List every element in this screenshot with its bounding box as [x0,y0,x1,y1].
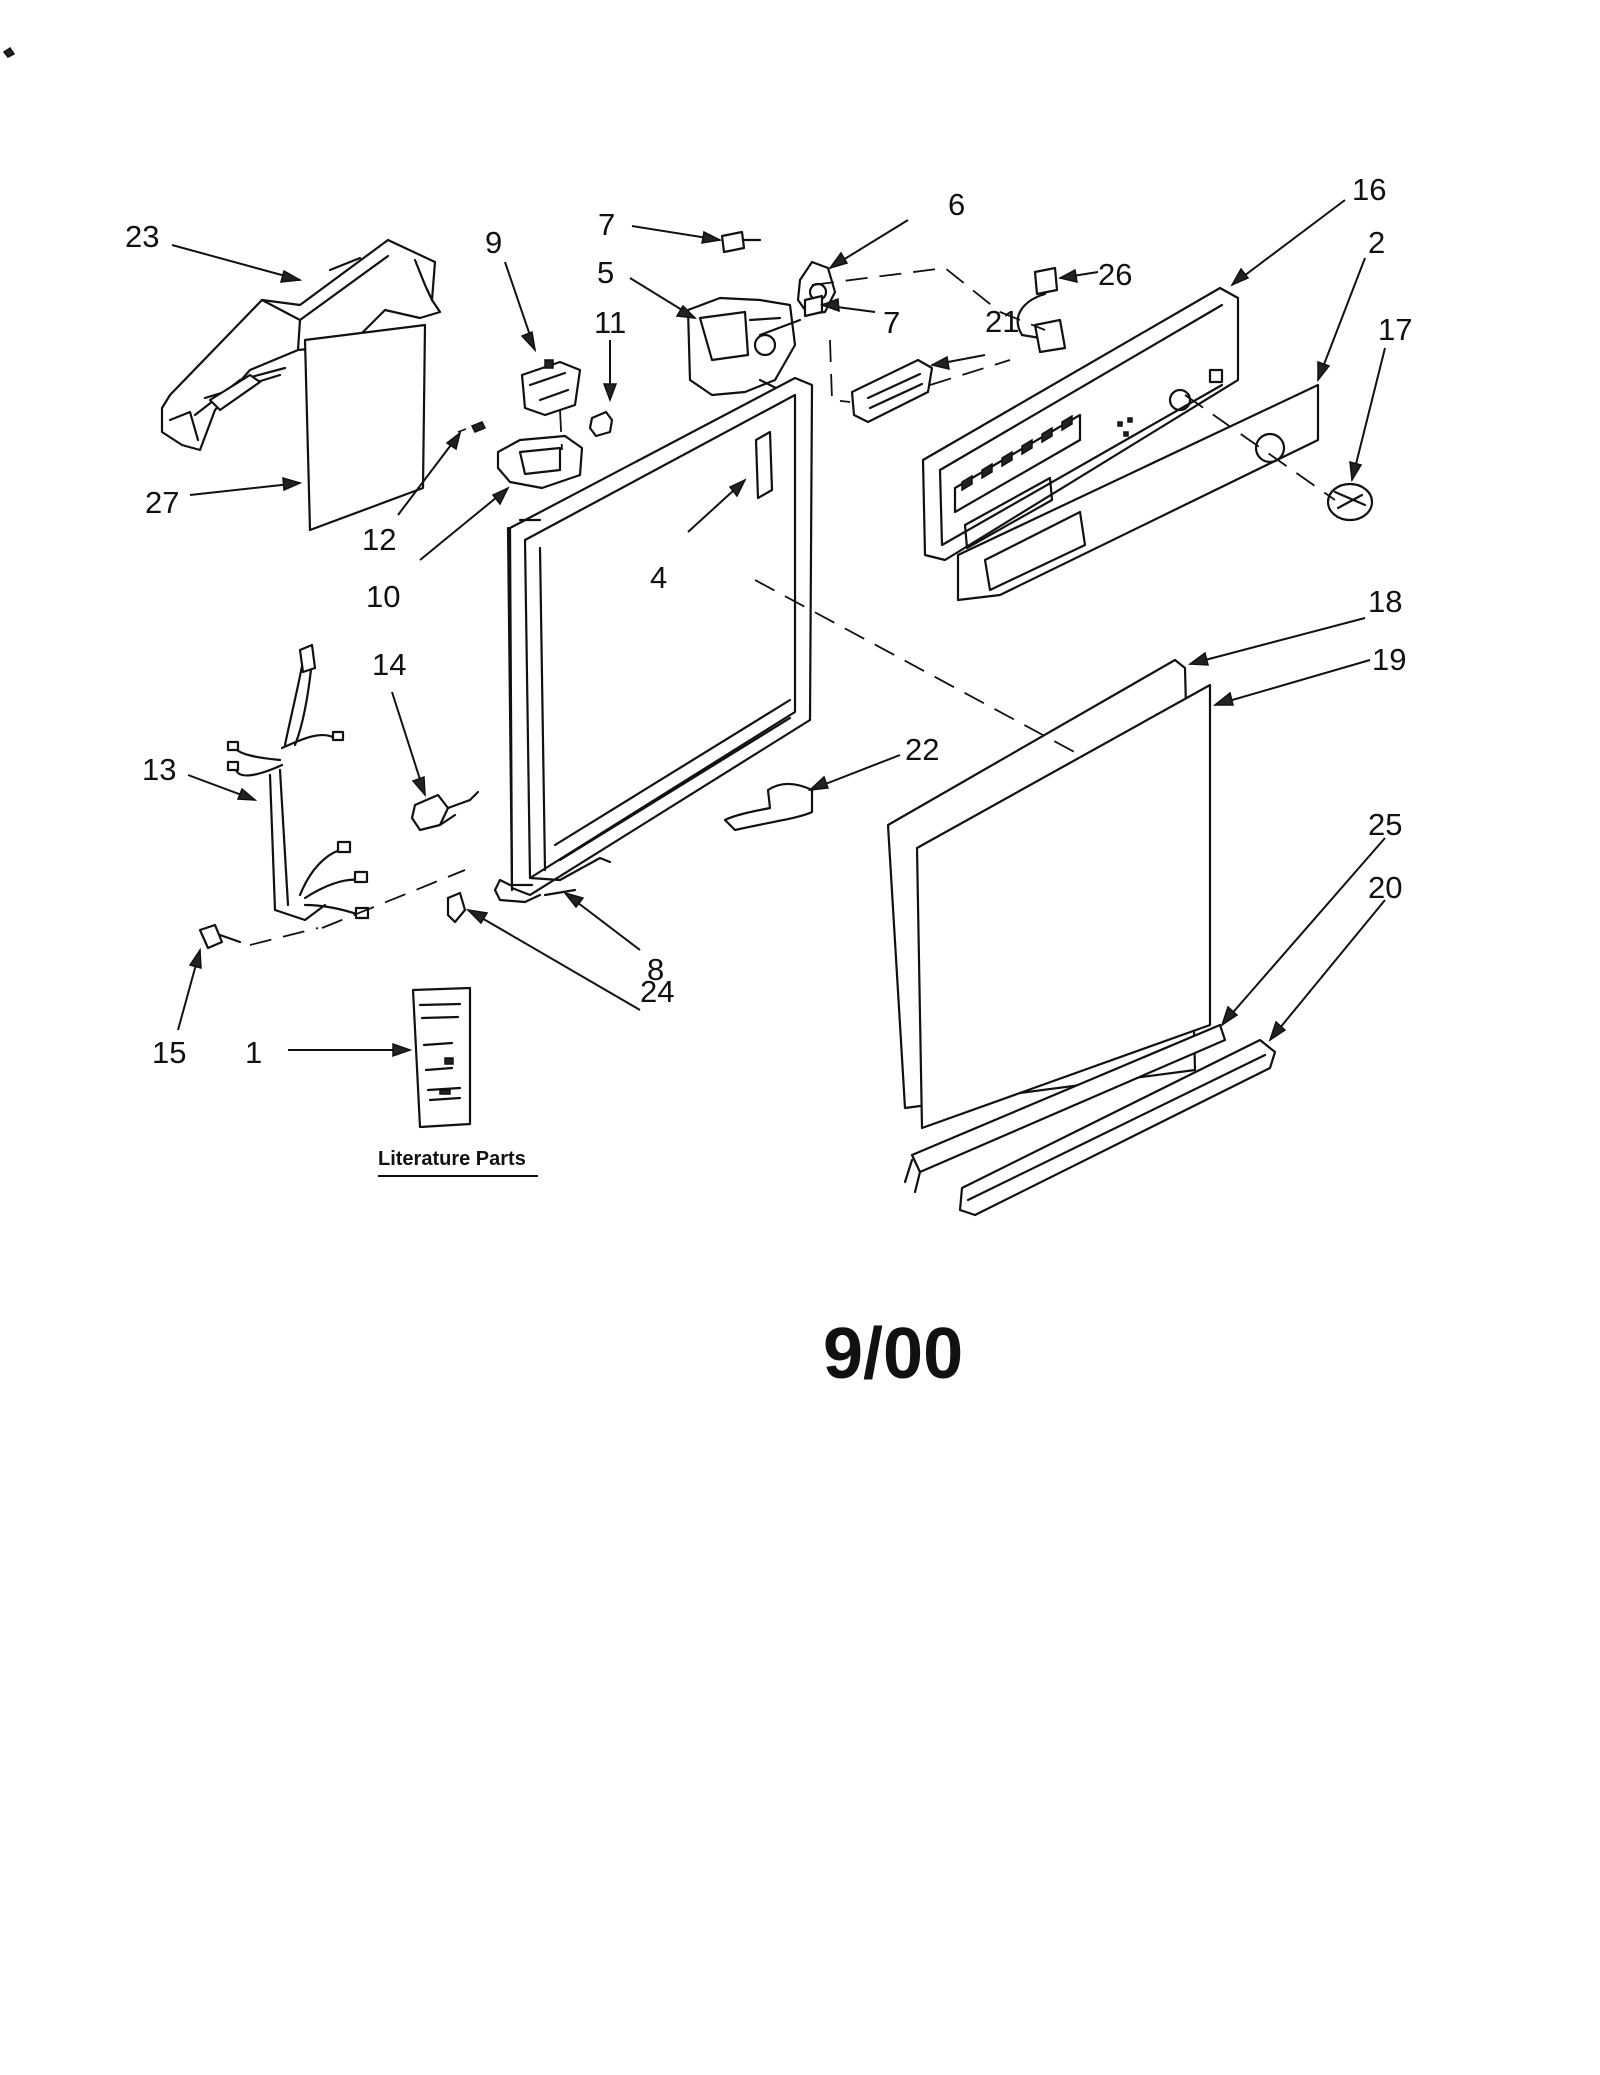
part-26-connector [1016,266,1067,354]
callout-16: 16 [1352,172,1386,207]
part-22-bracket [723,782,814,832]
part-27-panel [303,323,427,532]
revision-date: 9/00 [823,1314,963,1394]
part-12-pin [457,421,487,433]
part-2-console-overlay [956,383,1320,602]
callout-17: 17 [1378,312,1412,347]
callout-27: 27 [145,485,179,520]
part-10-latch-base [496,434,584,490]
callout-20: 20 [1368,870,1402,905]
callout-25: 25 [1368,807,1402,842]
leader-arrows [171,199,1386,1058]
callout-19: 19 [1372,642,1406,677]
callout-7-lower: 7 [883,305,900,340]
callout-4: 4 [650,560,667,595]
callout-14: 14 [372,647,406,682]
part-14-sensor [410,790,480,832]
part-7-screw-top [720,230,762,254]
part-13-wire-harness [226,643,370,922]
part-20-trim-strip [958,1038,1277,1217]
part-1-literature-booklet [411,986,472,1129]
part-4-door-frame [493,376,814,904]
part-24-clip [446,891,467,924]
callout-1: 1 [245,1035,262,1070]
callout-9: 9 [485,225,502,260]
callout-8: 8 [647,952,664,987]
part-19-door-panel-inner [915,683,1212,1130]
assembly-dash-lines [249,267,1336,946]
callout-labels: 23 27 9 11 12 10 7 5 6 7 21 26 16 2 17 4… [125,172,1412,1070]
callout-18: 18 [1368,584,1402,619]
part-23-vent-housing [160,238,442,452]
callout-15: 15 [152,1035,186,1070]
literature-parts-caption: Literature Parts [378,1148,526,1170]
callout-6: 6 [948,187,965,222]
part-17-knob [1326,482,1374,522]
part-8-hinge-strip [528,856,612,897]
part-15-screw [198,923,242,950]
part-16-control-panel [921,286,1240,562]
part-21-terminal-block [850,358,934,424]
scan-speck [2,46,16,58]
callout-10: 10 [366,579,400,614]
callout-21: 21 [985,304,1019,339]
part-9-latch [520,359,582,417]
callout-2: 2 [1368,225,1385,260]
callout-13: 13 [142,752,176,787]
callout-5: 5 [597,255,614,290]
callout-23: 23 [125,219,159,254]
part-5-timer [686,296,802,397]
part-25-trim-strip [903,1023,1227,1194]
control-panel-buttons [961,414,1073,492]
callout-12: 12 [362,522,396,557]
callout-22: 22 [905,732,939,767]
callout-24: 24 [640,974,674,1009]
part-11-switch [588,410,614,438]
callout-26: 26 [1098,257,1132,292]
callout-7-top: 7 [598,207,615,242]
callout-11: 11 [594,305,626,340]
